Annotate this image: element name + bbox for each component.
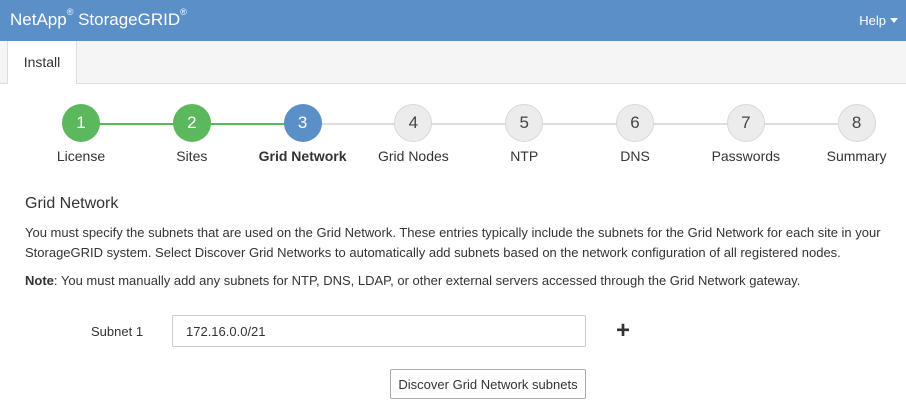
step-label: Sites: [176, 148, 208, 164]
step-number-circle: 1: [62, 104, 100, 142]
tab-install[interactable]: Install: [7, 41, 77, 84]
subnet-1-input[interactable]: [172, 315, 586, 347]
step-label: DNS: [620, 148, 650, 164]
step-label: Grid Network: [258, 148, 347, 164]
step-number-circle: 8: [837, 104, 876, 142]
step-connector: [635, 123, 746, 125]
step-number-circle: 6: [616, 104, 654, 142]
brand-registered-mark: ®: [66, 7, 74, 18]
help-menu[interactable]: Help: [859, 13, 898, 28]
step-label: NTP: [510, 148, 539, 164]
brand-product: StorageGRID: [73, 10, 181, 29]
discover-grid-network-subnets-button[interactable]: Discover Grid Network subnets: [390, 369, 586, 399]
step-connector: [745, 123, 857, 125]
top-navbar: NetApp® StorageGRID® Help: [0, 0, 906, 41]
plus-icon[interactable]: +: [615, 317, 630, 344]
step-label: Passwords: [711, 148, 781, 164]
step-connector: [81, 123, 192, 125]
note-text: Note: You must manually add any subnets …: [25, 272, 895, 290]
step-connector: [524, 123, 635, 125]
brand-netapp: NetApp: [10, 10, 67, 29]
help-label: Help: [859, 13, 886, 28]
step-connector: [302, 123, 414, 125]
note-body: : You must manually add any subnets for …: [53, 273, 801, 288]
step-number-circle: 3: [283, 104, 322, 142]
section-title: Grid Network: [25, 195, 119, 212]
step-number-circle: 7: [726, 104, 765, 142]
note-label: Note: [25, 273, 54, 288]
tab-bar: Install: [0, 41, 906, 84]
caret-down-icon: [890, 18, 898, 24]
step-number-circle: 4: [394, 104, 433, 142]
step-label: Summary: [826, 148, 887, 164]
description-text: You must specify the subnets that are us…: [25, 225, 881, 260]
step-number-circle: 2: [172, 104, 211, 142]
step-connector: [191, 123, 303, 125]
step-number-circle: 5: [505, 104, 544, 142]
brand-registered-mark-2: ®: [180, 7, 187, 18]
brand-logo: NetApp® StorageGRID®: [10, 7, 187, 30]
step-label: License: [56, 148, 106, 164]
subnet-1-label: Subnet 1: [91, 324, 144, 339]
step-label: Grid Nodes: [377, 148, 449, 164]
step-connector: [413, 123, 525, 125]
